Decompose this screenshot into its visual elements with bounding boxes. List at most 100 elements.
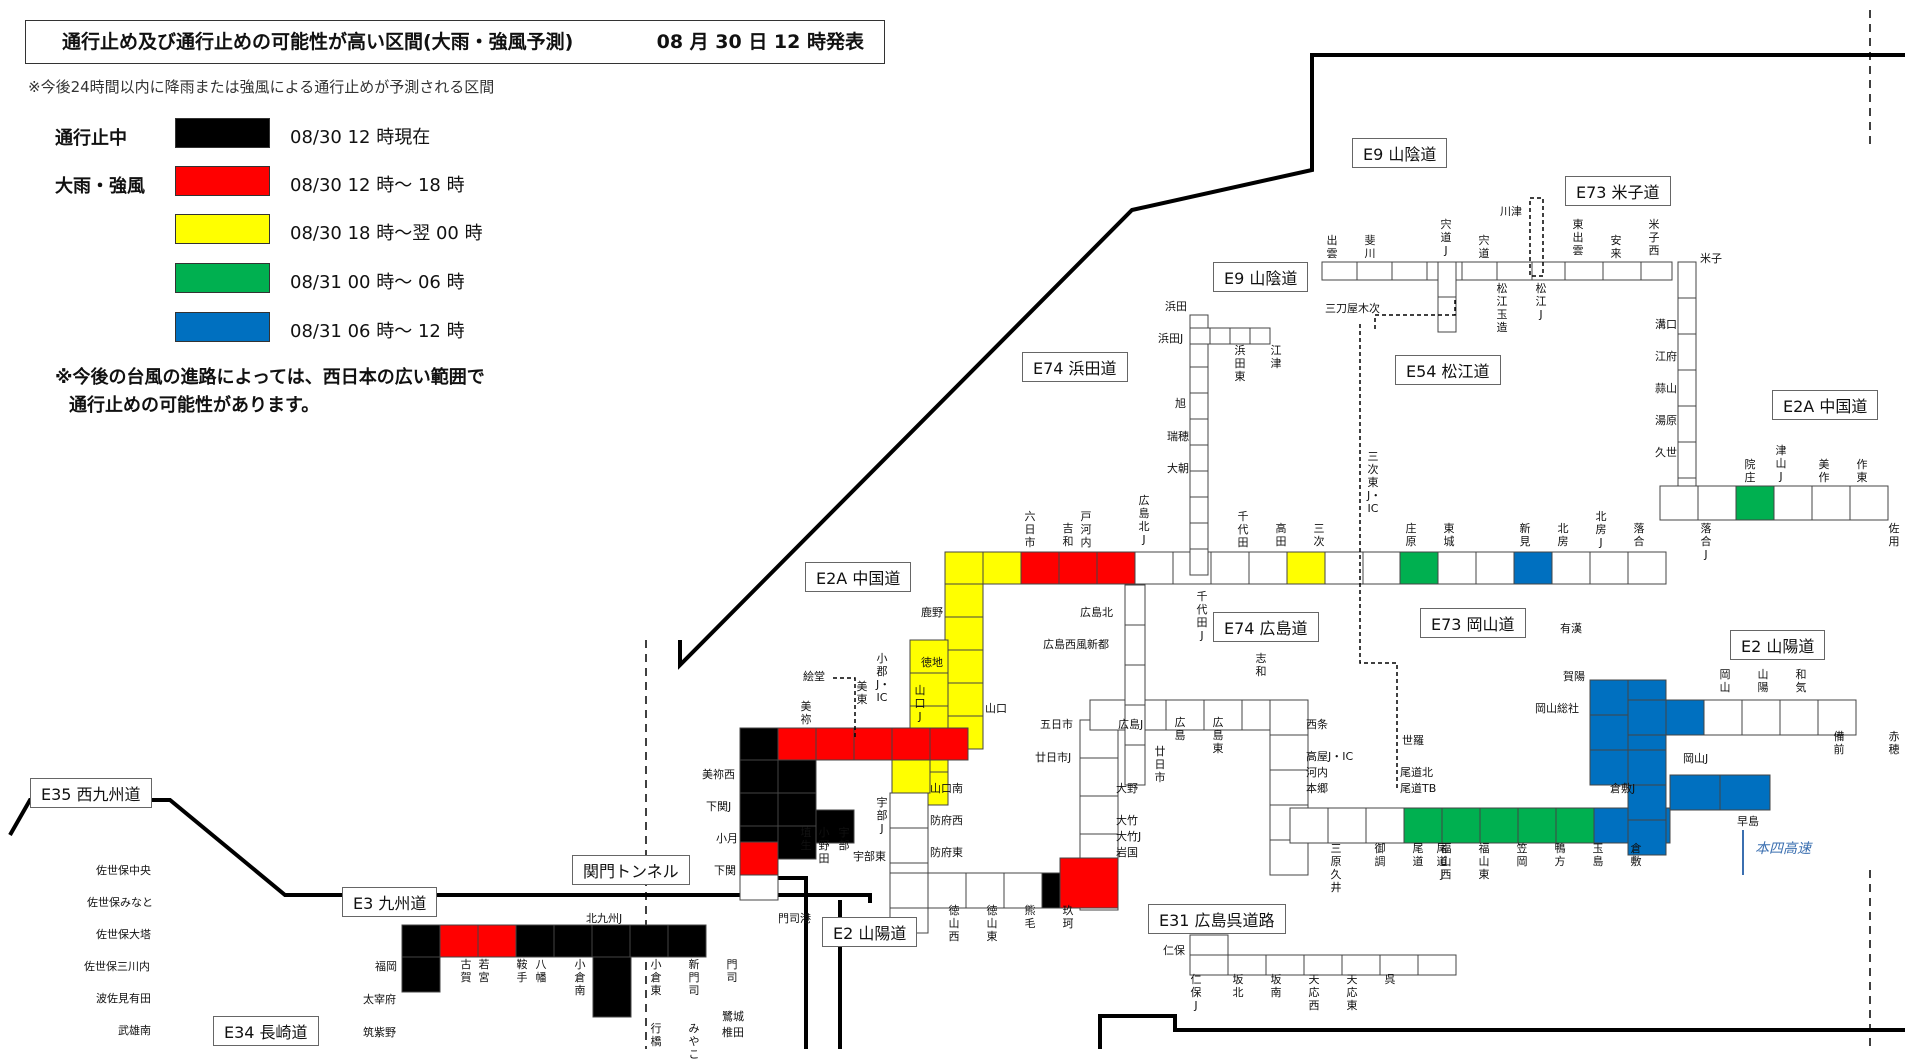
chugoku-expressway-segment bbox=[1513, 551, 1553, 585]
station-label-vertical: 仁保J bbox=[1190, 973, 1202, 1012]
sanyo-expressway-segment bbox=[1269, 769, 1309, 806]
chugoku-expressway-segment bbox=[777, 825, 817, 860]
station-label: 大野 bbox=[1116, 782, 1138, 795]
station-label: 有漢 bbox=[1560, 622, 1582, 635]
hamada-expressway-segment bbox=[1189, 496, 1209, 524]
station-label-vertical: 坂南 bbox=[1270, 973, 1282, 999]
hamada-expressway-segment bbox=[1209, 327, 1231, 345]
station-label: 本郷 bbox=[1306, 782, 1328, 795]
chugoku-expressway-segment bbox=[1362, 551, 1402, 585]
station-label: 福岡 bbox=[375, 960, 397, 973]
station-label-vertical: 熊毛 bbox=[1024, 904, 1036, 930]
station-label: 五日市 bbox=[1040, 718, 1073, 731]
station-label: 山口 bbox=[985, 702, 1007, 715]
yonago-expressway-segment bbox=[1677, 297, 1697, 335]
station-label-vertical: 吉和 bbox=[1062, 522, 1074, 548]
shikoku-boundary bbox=[1098, 1014, 1905, 1049]
station-label: 防府東 bbox=[930, 846, 963, 859]
station-label: 美祢西 bbox=[702, 768, 735, 781]
station-label-vertical: 安来 bbox=[1610, 234, 1622, 260]
station-label: 河内 bbox=[1306, 766, 1328, 779]
legend-period: 08/31 00 時～ 06 時 bbox=[290, 272, 465, 293]
issue-date: 08 月 30 日 12 時発表 bbox=[656, 31, 864, 53]
station-label: 湯原 bbox=[1655, 414, 1677, 427]
legend-swatch bbox=[175, 214, 270, 244]
yonago-expressway-segment bbox=[1677, 405, 1697, 443]
station-label: 鹿野 bbox=[921, 606, 943, 619]
station-label: 佐世保大塔 bbox=[96, 928, 151, 941]
station-label-vertical: 尾道 bbox=[1412, 842, 1424, 868]
chugoku-expressway-segment bbox=[1589, 551, 1629, 585]
route-dash-link bbox=[1359, 324, 1398, 790]
sanyo-expressway-segment bbox=[1589, 714, 1629, 751]
kyushu-expressway-segment bbox=[667, 924, 707, 958]
station-label-vertical: 松江J bbox=[1535, 282, 1547, 321]
sanyo-expressway-segment bbox=[1627, 699, 1667, 736]
station-label-vertical: 米子西 bbox=[1648, 218, 1660, 257]
station-label-vertical: 美作 bbox=[1818, 458, 1830, 484]
station-label-vertical: 美祢 bbox=[800, 700, 812, 726]
route-label: E9 山陰道 bbox=[1352, 138, 1448, 168]
sanyo-expressway-segment bbox=[1703, 699, 1743, 736]
kyushu-expressway-segment bbox=[439, 924, 479, 958]
station-label-vertical: 新門司 bbox=[688, 958, 700, 997]
sanyo-expressway-segment bbox=[1203, 699, 1243, 731]
hamada-expressway-segment bbox=[1189, 392, 1209, 420]
station-label: 江府 bbox=[1655, 350, 1677, 363]
hiroshima-expressway-segment bbox=[1124, 664, 1146, 706]
page-title: 通行止め及び通行止めの可能性が高い区間(大雨・強風予測) bbox=[62, 31, 574, 53]
station-label: 小月 bbox=[716, 832, 738, 845]
chugoku-expressway-segment bbox=[1058, 551, 1098, 585]
station-label: 広島J bbox=[1118, 718, 1144, 731]
yonago-expressway-segment bbox=[1677, 333, 1697, 371]
header-box: 通行止め及び通行止めの可能性が高い区間(大雨・強風予測) 08 月 30 日 1… bbox=[25, 20, 885, 64]
station-label-vertical: 八幡 bbox=[535, 958, 547, 984]
station-label-vertical: 作東 bbox=[1856, 458, 1868, 484]
chugoku-expressway-segment bbox=[929, 727, 969, 761]
hiroshima-expressway-segment bbox=[1124, 584, 1146, 626]
station-label-vertical: 宇部J bbox=[876, 796, 888, 835]
chugoku-expressway-segment bbox=[909, 639, 949, 674]
sanyo-expressway-segment bbox=[1079, 757, 1119, 797]
station-label: 広島北 bbox=[1080, 606, 1113, 619]
sanyo-expressway-segment bbox=[927, 872, 967, 909]
station-label-vertical: 美東 bbox=[856, 680, 868, 706]
station-label: 廿日市J bbox=[1035, 751, 1072, 764]
sanyo-expressway-segment bbox=[1817, 699, 1857, 736]
station-label: 門司港 bbox=[778, 912, 811, 925]
station-label: 佐世保三川内 bbox=[84, 960, 150, 973]
chugoku-expressway-segment bbox=[1096, 551, 1136, 585]
station-label: 筑紫野 bbox=[363, 1026, 396, 1039]
station-label-vertical: 埴生 bbox=[800, 826, 812, 852]
station-label-vertical: 出雲 bbox=[1326, 234, 1338, 260]
legend-swatch bbox=[175, 118, 270, 148]
chugoku-expressway-segment bbox=[1134, 551, 1174, 585]
chugoku-expressway-segment bbox=[739, 759, 779, 794]
sanyo-expressway-segment bbox=[1593, 807, 1633, 844]
legend-swatch bbox=[175, 263, 270, 293]
sanin-expressway-segment bbox=[1496, 261, 1533, 281]
sanyo-expressway-segment bbox=[1589, 749, 1629, 786]
bottom-note: ※今後の台風の進路によっては、西日本の広い範囲で 通行止めの可能性があります。 bbox=[55, 364, 485, 420]
sanyo-expressway-segment bbox=[1059, 857, 1119, 909]
chugoku-expressway-segment bbox=[982, 551, 1022, 585]
hamada-expressway-segment bbox=[1189, 522, 1209, 550]
chugoku-expressway-segment bbox=[1659, 485, 1699, 521]
station-label-vertical: 三次 bbox=[1313, 522, 1325, 548]
station-label-vertical: 呉 bbox=[1384, 973, 1396, 986]
sanin-expressway-segment bbox=[1531, 261, 1568, 281]
sanyo-expressway-segment bbox=[1589, 679, 1629, 716]
sanyo-expressway-segment bbox=[1269, 839, 1309, 876]
station-label: 椎田 bbox=[722, 1026, 744, 1039]
sanyo-expressway-segment bbox=[1441, 807, 1481, 844]
station-label: 西条 bbox=[1306, 718, 1328, 731]
kyushu-expressway-segment bbox=[477, 924, 517, 958]
station-label: 鷺城 bbox=[722, 1010, 744, 1023]
sanyo-expressway-segment bbox=[1741, 699, 1781, 736]
yonago-expressway-segment bbox=[1677, 369, 1697, 407]
station-label: 浜田J bbox=[1158, 332, 1184, 345]
route-label: E2 山陽道 bbox=[822, 917, 918, 947]
sanyo-expressway-segment bbox=[965, 872, 1005, 909]
station-label: 世羅 bbox=[1402, 734, 1424, 747]
